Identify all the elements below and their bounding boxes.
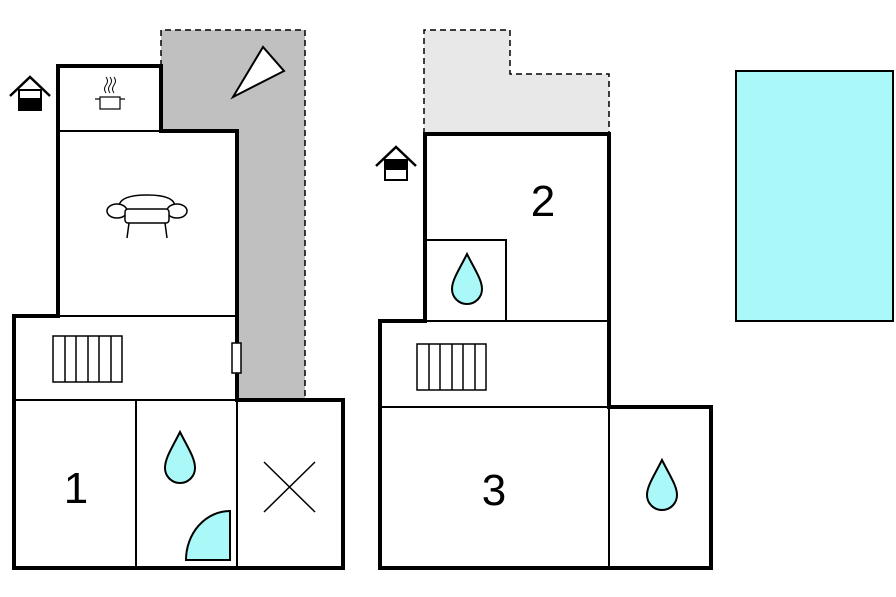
cross-icon [263,461,316,513]
terrace-area [161,30,305,400]
room-2-label: 2 [531,177,555,226]
water-drop-icon [450,251,484,305]
ground-floor: 1 [9,29,345,570]
upper-floor: 2 3 [375,29,713,570]
balcony-outline [423,29,610,134]
kitchen-pot-icon [95,76,125,110]
radiator-icon [52,335,123,383]
balcony-area [424,30,609,134]
water-drop-icon [645,457,679,511]
shower-icon [184,509,231,561]
entrance-icon [9,75,51,111]
room-1-label: 1 [64,464,88,513]
terrace-arrow-icon [230,45,286,100]
entrance-icon [375,145,417,181]
window-icon [231,342,242,374]
terrace-outline [160,29,306,400]
radiator-icon [416,343,487,391]
small-bathroom [424,239,507,322]
room-3-label: 3 [482,466,506,515]
pool [735,70,894,322]
sofa-icon [106,194,188,239]
water-drop-icon [163,429,197,484]
